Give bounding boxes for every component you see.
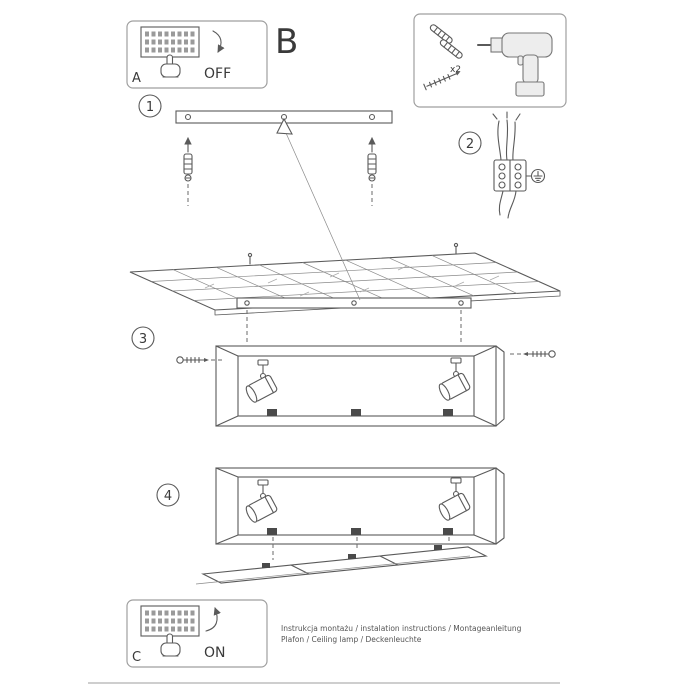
lamp-frame <box>215 467 505 545</box>
step-1-badge <box>138 94 162 118</box>
wire-connector-icon <box>492 111 527 219</box>
panel-clip <box>443 409 453 416</box>
lamp-frame <box>215 345 505 427</box>
panel-tab <box>262 563 270 568</box>
fusebox-icon <box>141 606 199 636</box>
power-off-state: OFF <box>204 66 231 82</box>
anchor-left <box>183 137 193 206</box>
wall-plug-icon <box>429 24 453 44</box>
step-3-badge <box>131 326 155 350</box>
panel-clip <box>443 528 453 535</box>
anchor-quantity-label: x2 <box>450 65 461 75</box>
section-label: B <box>275 22 298 62</box>
step-2-number: 2 <box>466 137 474 152</box>
switch-on-arrow-icon <box>205 607 221 632</box>
drill-icon <box>477 32 553 97</box>
step-2: 2 <box>458 111 546 219</box>
ceiling-panel <box>129 242 561 316</box>
step-4: 4 <box>156 467 505 585</box>
panel-clip <box>267 528 277 535</box>
side-screw-right <box>507 350 556 358</box>
step-1-number: 1 <box>146 100 154 115</box>
switch-off-arrow-icon <box>212 30 225 53</box>
screw-icon <box>423 71 460 91</box>
diffuser-panels <box>195 545 488 585</box>
leader-line <box>276 117 361 301</box>
power-on-state: ON <box>204 645 226 661</box>
anchor-right <box>367 137 377 206</box>
fusebox-icon <box>141 27 199 57</box>
step-3: 3 <box>129 117 561 427</box>
wall-plug-icon <box>439 39 463 59</box>
power-on-label: C <box>132 650 141 665</box>
step-4-number: 4 <box>164 489 172 504</box>
panel-clip <box>267 409 277 416</box>
step-1: 1 <box>138 94 393 206</box>
power-off-box: A OFF <box>126 20 268 89</box>
footer-line-2: Plafon / Ceiling lamp / Deckenleuchte <box>281 635 422 644</box>
step-3-number: 3 <box>139 332 147 347</box>
power-on-box: C ON <box>126 599 268 668</box>
ground-symbol-icon <box>525 168 546 184</box>
step-2-badge <box>458 131 482 155</box>
footer-line-1: Instrukcja montażu / instalation instruc… <box>281 624 522 633</box>
tools-box: x2 <box>413 13 567 108</box>
panel-tab <box>348 554 356 559</box>
panel-tab <box>434 545 442 550</box>
power-off-label: A <box>132 71 141 86</box>
step-4-badge <box>156 483 180 507</box>
panel-clip <box>351 409 361 416</box>
mounted-bar <box>236 297 472 309</box>
panel-clip <box>351 528 361 535</box>
footer: Instrukcja montażu / instalation instruc… <box>281 624 522 644</box>
